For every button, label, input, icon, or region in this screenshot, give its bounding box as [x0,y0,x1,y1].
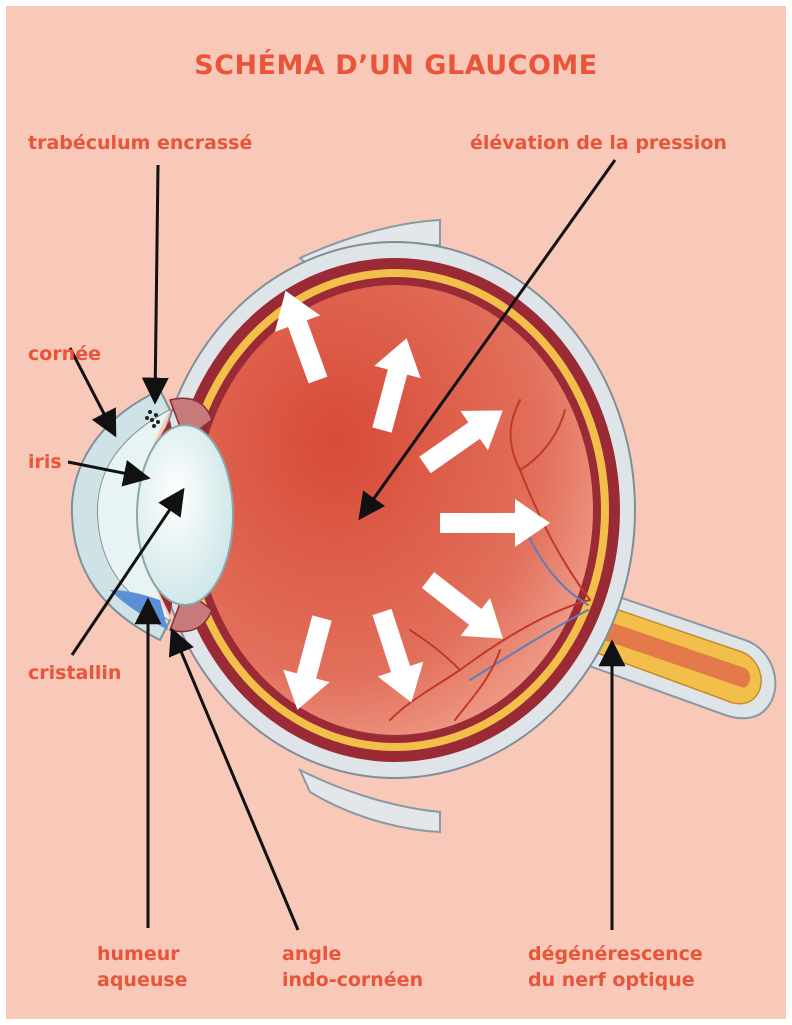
label-cornee: cornée [28,341,101,367]
label-trabeculum: trabéculum encrassé [28,130,252,156]
lower-muscle [300,770,440,832]
label-pression: élévation de la pression [470,130,727,156]
label-iris: iris [28,449,62,475]
label-humeur-line1: humeur [97,941,188,967]
label-humeur-aqueuse: humeur aqueuse [97,941,188,993]
label-cristallin: cristallin [28,660,121,686]
diagram-title: SCHÉMA D’UN GLAUCOME [0,50,792,81]
label-humeur-line2: aqueuse [97,967,188,993]
leader-trabeculum [155,165,158,402]
label-degenerescence-nerf: dégénérescence du nerf optique [528,941,703,993]
label-nerf-line1: dégénérescence [528,941,703,967]
label-nerf-line2: du nerf optique [528,967,703,993]
label-angle-line1: angle [282,941,423,967]
label-angle-indo-corneen: angle indo-cornéen [282,941,423,993]
label-angle-line2: indo-cornéen [282,967,423,993]
lens [137,425,233,605]
